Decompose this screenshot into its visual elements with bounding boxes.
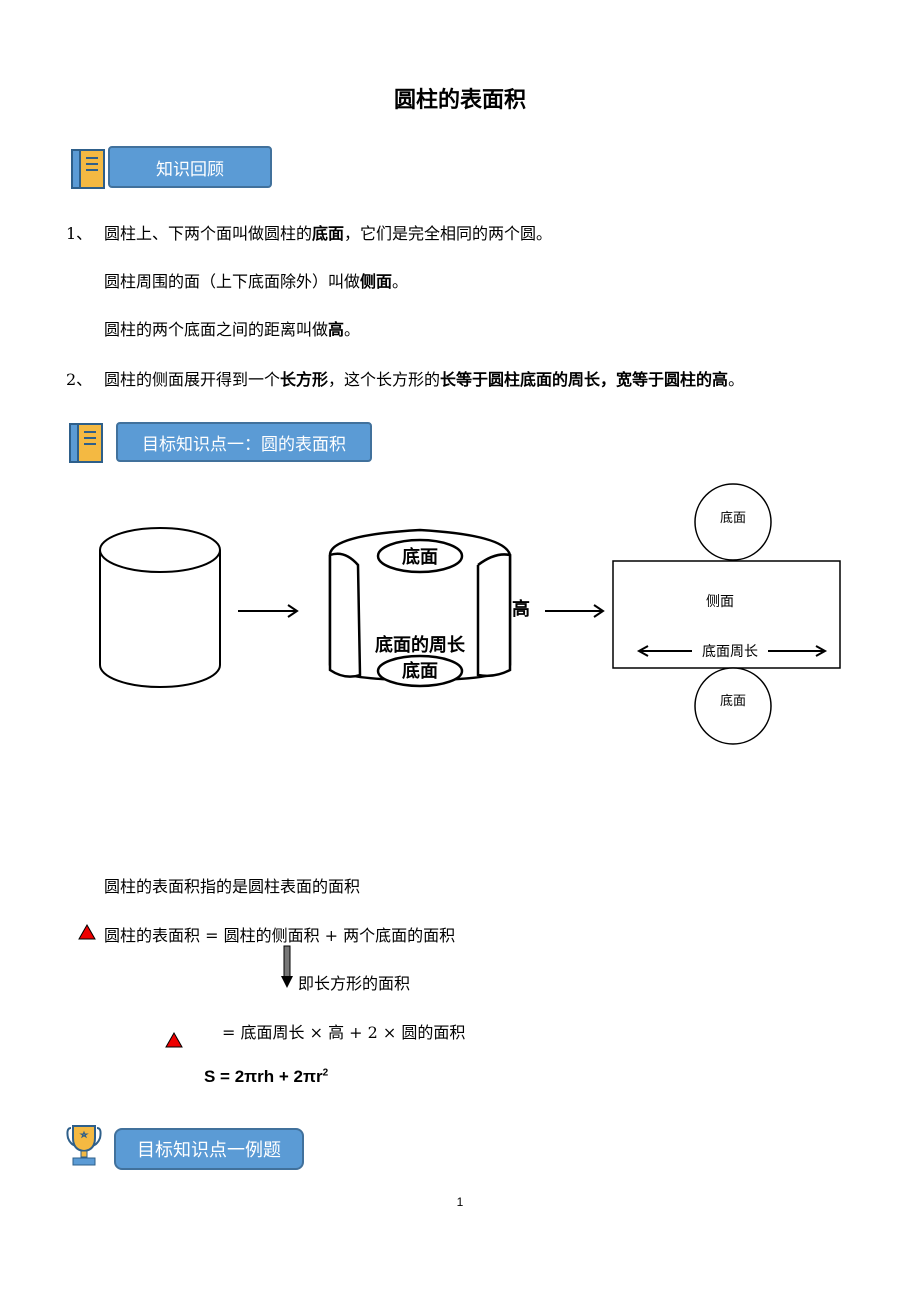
down-arrow-icon bbox=[281, 945, 293, 988]
text: ，这个长方形的 bbox=[328, 370, 441, 389]
review-line-1: 圆柱上、下两个面叫做圆柱的底面，它们是完全相同的两个圆。 bbox=[104, 220, 552, 244]
label-perimeter: 底面的周长 bbox=[375, 634, 466, 656]
review-line-3: 圆柱的两个底面之间的距离叫做高。 bbox=[104, 316, 360, 340]
text: 圆柱的侧面展开得到一个 bbox=[104, 370, 281, 389]
list-number: 2、 bbox=[66, 370, 93, 389]
cylinder-net-diagram: 底面 底面的周长 底面 高 底面 底面 侧面 底面周长 bbox=[99, 483, 841, 745]
unrolled-cylinder bbox=[328, 528, 512, 688]
arrow bbox=[238, 604, 299, 618]
formula-line-2: = 底面周长 × 高 + 2 × 圆的面积 bbox=[222, 1023, 466, 1042]
text: 。 bbox=[344, 320, 361, 339]
label-lateral: 侧面 bbox=[706, 594, 734, 610]
triangle-bullet-icon bbox=[165, 1032, 183, 1048]
notebook-icon bbox=[69, 423, 103, 463]
label-top-base: 底面 bbox=[720, 510, 746, 526]
formula-line-1: 圆柱的表面积 = 圆柱的侧面积 + 两个底面的面积 bbox=[104, 926, 456, 945]
section-banner-review: 知识回顾 bbox=[108, 146, 272, 188]
formula-note: 即长方形的面积 bbox=[298, 974, 411, 993]
text: ，它们是完全相同的两个圆。 bbox=[344, 224, 553, 243]
text: 。 bbox=[728, 370, 745, 389]
page-number: 1 bbox=[456, 1195, 464, 1209]
list-number: 1、 bbox=[66, 224, 93, 243]
bold-term: 侧面 bbox=[360, 272, 393, 291]
bold-term: 高 bbox=[328, 320, 345, 339]
double-arrow bbox=[636, 645, 828, 657]
arrow bbox=[545, 604, 605, 618]
section-banner-example: 目标知识点一例题 bbox=[114, 1128, 304, 1170]
label-bottom-base: 底面 bbox=[720, 693, 746, 709]
formula-text: S = 2πrh + 2πr bbox=[204, 1067, 323, 1086]
label-base-perimeter: 底面周长 bbox=[702, 644, 758, 660]
label-base: 底面 bbox=[402, 660, 438, 682]
cylinder-shape bbox=[99, 527, 221, 688]
review-line-2: 圆柱周围的面（上下底面除外）叫做侧面。 bbox=[104, 268, 408, 292]
trophy-icon bbox=[66, 1125, 102, 1166]
label-base: 底面 bbox=[402, 546, 438, 568]
exponent: 2 bbox=[322, 1067, 329, 1079]
section-banner-target: 目标知识点一：圆的表面积 bbox=[116, 422, 372, 462]
page-title: 圆柱的表面积 bbox=[393, 87, 526, 113]
text: 。 bbox=[392, 272, 409, 291]
text: 圆柱的两个底面之间的距离叫做 bbox=[104, 320, 329, 339]
bold-term: 长等于圆柱底面的周长，宽等于圆柱的高 bbox=[440, 370, 729, 389]
bold-term: 底面 bbox=[312, 224, 345, 243]
review-line-4: 圆柱的侧面展开得到一个长方形，这个长方形的长等于圆柱底面的周长，宽等于圆柱的高。 bbox=[104, 366, 744, 390]
intro-text: 圆柱的表面积指的是圆柱表面的面积 bbox=[104, 877, 361, 896]
triangle-bullet-icon bbox=[78, 924, 96, 940]
surface-area-formula: S = 2πrh + 2πr2 bbox=[204, 1067, 328, 1087]
text: 圆柱上、下两个面叫做圆柱的 bbox=[104, 224, 313, 243]
text: 圆柱周围的面（上下底面除外）叫做 bbox=[104, 272, 361, 291]
label-height: 高 bbox=[512, 598, 530, 620]
notebook-icon bbox=[71, 149, 105, 189]
bold-term: 长方形 bbox=[280, 370, 329, 389]
